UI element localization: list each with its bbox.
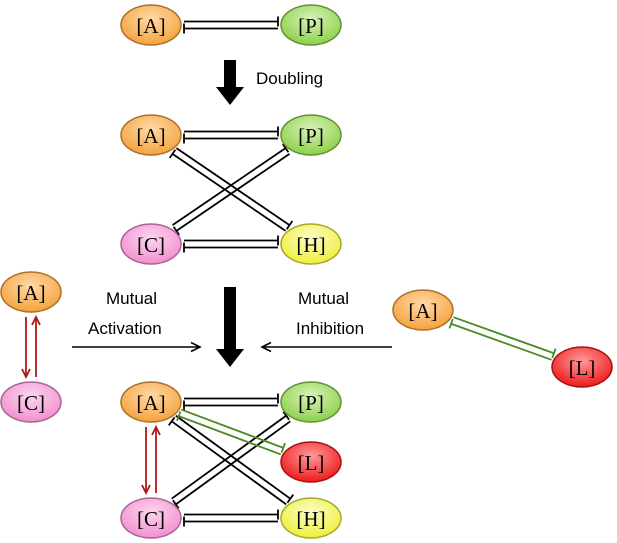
node-p3: [P] xyxy=(280,381,342,423)
node-c2: [C] xyxy=(120,223,182,265)
mutual-inhibition-a-p-top-reverse xyxy=(183,23,278,34)
node-label-h2: [H] xyxy=(296,233,325,257)
node-a1: [A] xyxy=(120,4,182,46)
node-label-c-left: [C] xyxy=(17,391,45,415)
node-label-l3: [L] xyxy=(298,451,325,475)
mutual-inhibition-c-h-final-reverse xyxy=(183,516,278,527)
node-label-p2: [P] xyxy=(298,124,324,148)
mutual-activation-a-c-side-reverse xyxy=(31,314,41,377)
mutual-inhibition-a-h-final-reverse xyxy=(168,416,287,506)
mutual-inhibition-a-l-side-forward xyxy=(453,316,557,359)
mutual-activation-label-line1: Mutual xyxy=(106,289,157,308)
node-c3: [C] xyxy=(120,497,182,539)
mutual-inhibition-a-p-final-reverse xyxy=(183,400,278,411)
mutual-inhibition-a-p-final-forward xyxy=(184,393,279,404)
mutual-inhibition-c-p-doubled-reverse xyxy=(172,153,291,236)
mutual-inhibition-c-h-doubled-reverse xyxy=(183,242,278,253)
node-label-p1: [P] xyxy=(298,14,324,38)
mutual-inhibition-c-p-doubled-forward xyxy=(171,143,290,226)
mutual-inhibition-c-h-doubled-forward xyxy=(184,235,279,246)
mutual-activation-a-c-final-forward xyxy=(141,427,151,496)
node-a2: [A] xyxy=(120,114,182,156)
node-a-left: [A] xyxy=(0,271,62,313)
mutual-inhibition-label-line1: Mutual xyxy=(298,289,349,308)
mutual-inhibition-c-p-final-reverse xyxy=(172,420,291,509)
node-l3: [L] xyxy=(280,441,342,483)
mutual-inhibition-arrow xyxy=(260,341,392,353)
node-h3: [H] xyxy=(280,497,342,539)
node-label-c3: [C] xyxy=(137,507,165,531)
node-label-a-right: [A] xyxy=(408,299,437,323)
mutual-inhibition-a-l-side-reverse xyxy=(448,318,552,361)
mutual-inhibition-a-l-final-reverse xyxy=(176,411,282,456)
mutual-inhibition-c-p-final-forward xyxy=(171,411,290,500)
mutual-inhibition-a-p-doubled-forward xyxy=(184,126,279,137)
node-label-h3: [H] xyxy=(296,507,325,531)
merge-block-arrow xyxy=(216,287,244,367)
mutual-activation-label-line2: Activation xyxy=(88,319,162,338)
mutual-activation-arrow xyxy=(72,341,202,353)
mutual-inhibition-a-h-doubled-reverse xyxy=(168,149,287,232)
node-h2: [H] xyxy=(280,223,342,265)
node-label-p3: [P] xyxy=(298,391,324,415)
node-label-l-right: [L] xyxy=(569,356,596,380)
mutual-inhibition-a-h-final-forward xyxy=(175,414,294,504)
mutual-inhibition-a-h-doubled-forward xyxy=(175,147,294,230)
node-label-a2: [A] xyxy=(136,124,165,148)
node-l-right: [L] xyxy=(551,346,613,388)
mutual-inhibition-c-h-final-forward xyxy=(184,509,279,520)
mutual-inhibition-label-line2: Inhibition xyxy=(296,319,364,338)
mutual-inhibition-a-p-top-forward xyxy=(184,16,279,27)
mutual-activation-a-c-side-forward xyxy=(21,317,31,380)
node-label-a1: [A] xyxy=(136,14,165,38)
mutual-inhibition-a-l-final-forward xyxy=(180,408,286,453)
node-a-right: [A] xyxy=(392,289,454,331)
node-label-a3: [A] xyxy=(136,391,165,415)
node-label-c2: [C] xyxy=(137,233,165,257)
node-p1: [P] xyxy=(280,4,342,46)
node-c-left: [C] xyxy=(0,381,62,423)
node-label-a-left: [A] xyxy=(16,281,45,305)
mutual-activation-a-c-final-reverse xyxy=(151,424,161,493)
doubling-block-arrow xyxy=(216,60,244,105)
node-a3: [A] xyxy=(120,381,182,423)
mutual-inhibition-a-p-doubled-reverse xyxy=(183,133,278,144)
node-p2: [P] xyxy=(280,114,342,156)
doubling-label: Doubling xyxy=(256,69,323,88)
